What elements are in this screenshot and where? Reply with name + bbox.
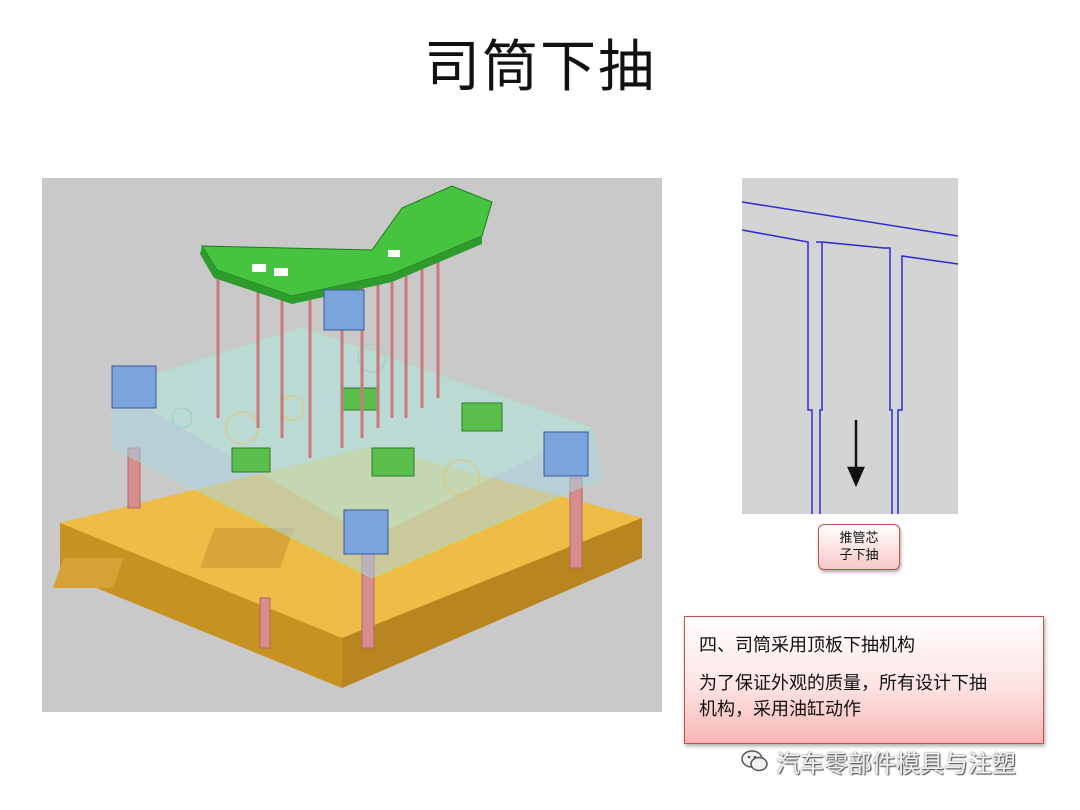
note-body-line-2: 机构，采用油缸动作 bbox=[699, 699, 861, 720]
callout-label: 推管芯 子下抽 bbox=[818, 524, 900, 570]
wechat-icon bbox=[741, 750, 768, 772]
brand-text: 汽车零部件模具与注塑 bbox=[776, 749, 1016, 778]
down-arrow-icon bbox=[847, 420, 865, 488]
description-note: 四、司筒采用顶板下抽机构 为了保证外观的质量，所有设计下抽 机构，采用油缸动作 bbox=[684, 616, 1044, 744]
note-heading: 四、司筒采用顶板下抽机构 bbox=[699, 635, 915, 656]
support-columns bbox=[127, 447, 583, 649]
note-body-line-1: 为了保证外观的质量，所有设计下抽 bbox=[699, 673, 987, 694]
brand-watermark: 汽车零部件模具与注塑 bbox=[740, 744, 1016, 778]
section-outline bbox=[742, 201, 958, 514]
slide-title: 司筒下抽 bbox=[424, 35, 656, 100]
core-mechanisms bbox=[231, 387, 503, 477]
guide-blocks bbox=[111, 289, 589, 555]
section-view-diagram bbox=[742, 178, 958, 514]
mold-render-image bbox=[42, 178, 662, 712]
callout-line-1: 推管芯 bbox=[839, 531, 879, 546]
callout-line-2: 子下抽 bbox=[839, 548, 879, 563]
green-plastic-part bbox=[200, 185, 493, 304]
ejector-plate-translucent bbox=[111, 327, 603, 579]
